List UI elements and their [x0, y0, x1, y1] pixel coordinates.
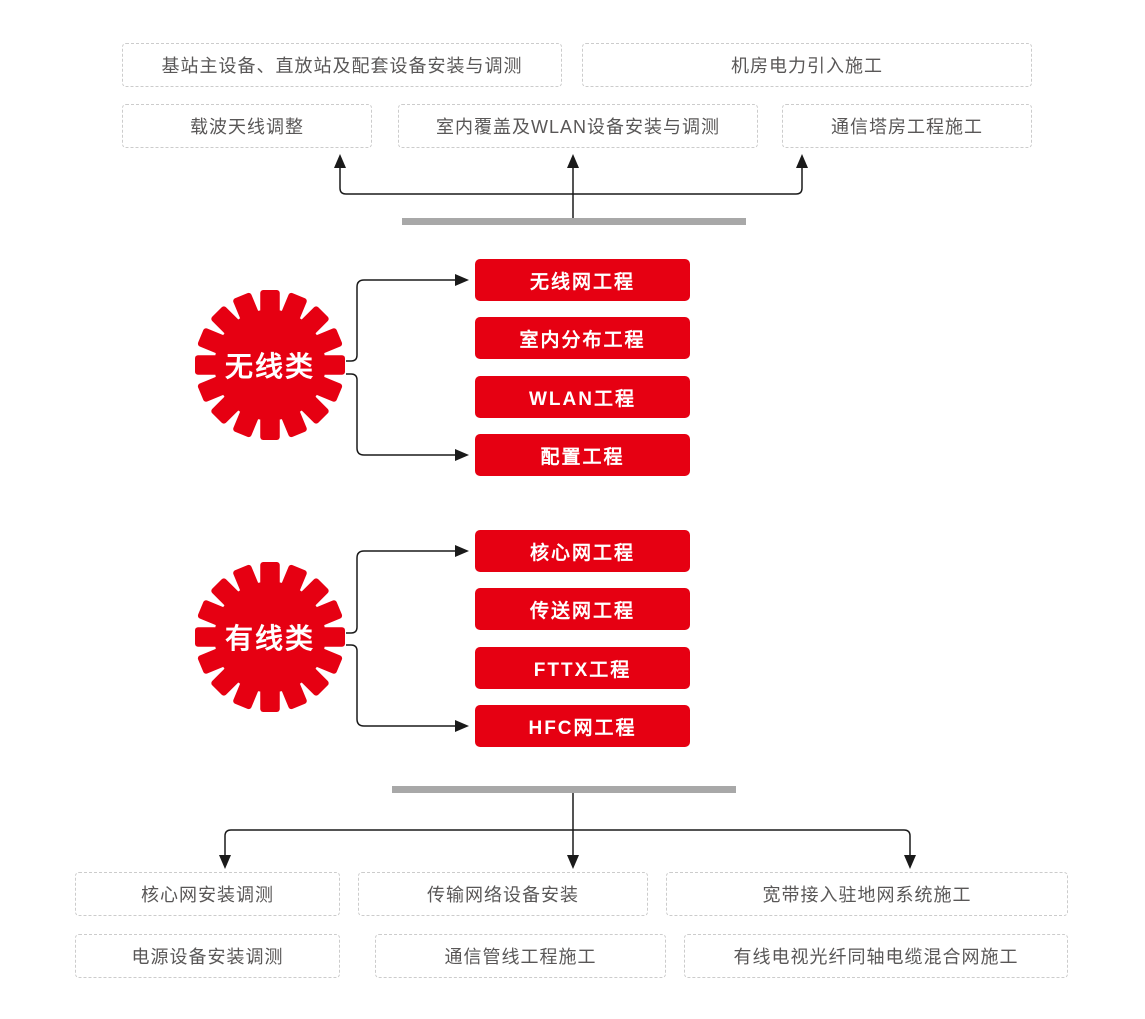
task-box-power-intro: 机房电力引入施工 — [582, 43, 1032, 87]
project-box-core-network: 核心网工程 — [475, 530, 690, 572]
task-box-core-install: 核心网安装调测 — [75, 872, 340, 916]
project-box-transport-network: 传送网工程 — [475, 588, 690, 630]
project-box-wlan: WLAN工程 — [475, 376, 690, 418]
project-box-fttx: FTTX工程 — [475, 647, 690, 689]
project-box-wireless-network: 无线网工程 — [475, 259, 690, 301]
task-box-power-equipment: 电源设备安装调测 — [75, 934, 340, 978]
task-box-catv-hybrid: 有线电视光纤同轴电缆混合网施工 — [684, 934, 1068, 978]
project-box-hfc: HFC网工程 — [475, 705, 690, 747]
wired-gear: 有线类 — [195, 562, 345, 712]
top-branch-connector — [334, 154, 808, 195]
top-separator-bar — [402, 218, 746, 225]
wired-upper-connector — [346, 545, 469, 634]
task-box-indoor-wlan: 室内覆盖及WLAN设备安装与调测 — [398, 104, 758, 148]
task-box-pipeline-works: 通信管线工程施工 — [375, 934, 666, 978]
wireless-upper-connector — [346, 274, 469, 362]
wireless-gear: 无线类 — [195, 290, 345, 440]
task-box-tower-room: 通信塔房工程施工 — [782, 104, 1032, 148]
project-box-configuration: 配置工程 — [475, 434, 690, 476]
project-box-indoor-distribution: 室内分布工程 — [475, 317, 690, 359]
wireless-gear-label: 无线类 — [224, 351, 315, 382]
task-box-transmission-equipment: 传输网络设备安装 — [358, 872, 648, 916]
bottom-branch-connector — [219, 829, 916, 869]
bottom-separator-bar — [392, 786, 736, 793]
task-box-base-station-install: 基站主设备、直放站及配套设备安装与调测 — [122, 43, 562, 87]
task-box-broadband-access: 宽带接入驻地网系统施工 — [666, 872, 1068, 916]
wired-gear-label: 有线类 — [224, 623, 315, 654]
wireless-lower-connector — [346, 373, 469, 461]
task-box-carrier-antenna: 载波天线调整 — [122, 104, 372, 148]
wired-lower-connector — [346, 644, 469, 732]
